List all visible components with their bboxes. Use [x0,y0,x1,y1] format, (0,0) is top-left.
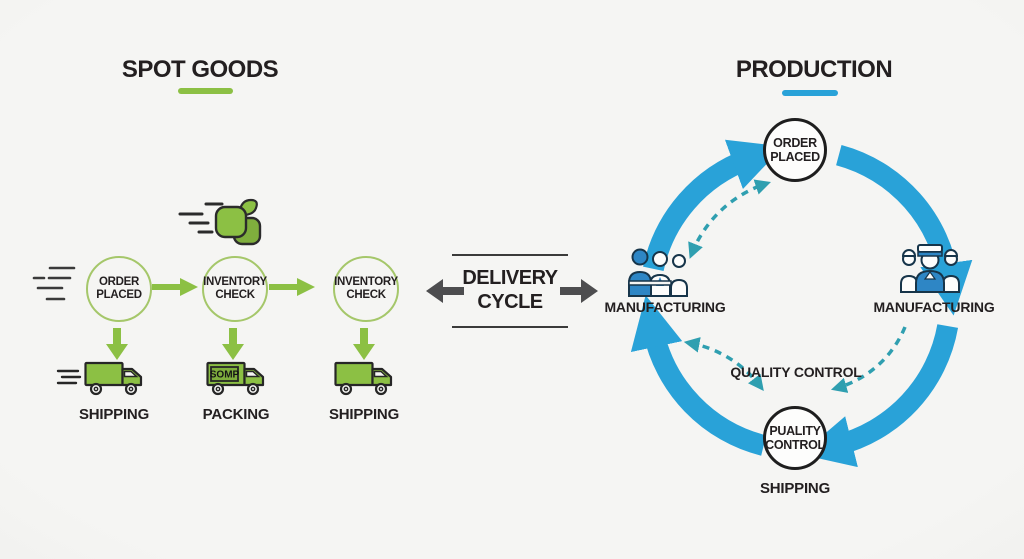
cycle-node-line: CONTROL [765,438,825,452]
manufacturing-workers-icon [900,244,960,293]
shipping-truck-icon [84,361,143,396]
cycle-node-puality-control: PUALITY CONTROL [763,406,827,470]
step-circle-inventory-check-2: INVENTORY CHECK [333,256,399,322]
cycle-shipping-label: SHIPPING [759,480,831,497]
step-circle-line: PLACED [96,289,142,301]
cycle-node-line: PLACED [770,150,820,164]
cycle-arc-bottom-to-left [630,295,767,456]
production-title: PRODUCTION [735,56,893,83]
dashed-arrow-manufacturing-quality [683,337,764,391]
down-arrow-icon [106,328,128,360]
spot-goods-title: SPOT GOODS [121,56,279,83]
cycle-node-line: ORDER [773,136,817,150]
dashed-arrow-manufacturing-control [830,326,907,393]
step-circle-line: INVENTORY [203,276,267,289]
dashed-arrow-manufacturing-order [688,179,771,259]
step-circle-line: CHECK [215,289,255,301]
delivery-bottom-rule [452,326,568,328]
manufacturing-left-label: MANUFACTURING [604,299,726,315]
step-circle-line: ORDER [98,276,139,289]
left-arrow-icon [426,279,464,303]
step-circle-line: INVENTORY [334,276,398,289]
right-arrow-icon [152,278,198,296]
cycle-node-line: PUALITY [769,424,821,438]
cycle-arc-left-to-top [643,139,784,272]
down-arrow-icon [222,328,244,360]
shipping-truck-icon [334,361,393,396]
spot-goods-title-underline [178,88,233,94]
delivery-line1: DELIVERY [462,267,558,289]
manufacturing-workers-icon [628,248,688,297]
speed-lines-icon [32,266,76,301]
down-arrow-icon [353,328,375,360]
right-arrow-icon [560,279,598,303]
step-circle-inventory-check-1: INVENTORY CHECK [202,256,268,322]
packing-truck-icon: SOMP [206,361,265,396]
right-arrow-icon [269,278,315,296]
cycle-arc-top-to-right [835,144,973,316]
step-bottom-label: SHIPPING [328,406,400,423]
step-bottom-label: PACKING [202,406,270,423]
delivery-top-rule [452,254,568,256]
truck-side-text: SOMP [210,370,240,381]
speed-lines-icon [56,369,82,385]
step-circle-line: CHECK [346,289,386,301]
money-bag-icon [178,198,262,246]
delivery-cycle-label: DELIVERY CYCLE [445,266,575,314]
cycle-arc-right-to-bottom [800,324,959,468]
step-circle-order-placed: ORDER PLACED [86,256,152,322]
step-bottom-label: SHIPPING [78,406,150,423]
production-title-underline [782,90,838,96]
quality-control-label: QUALITY CONTROL [730,364,862,380]
delivery-line2: CYCLE [477,291,543,313]
production-cycle-arrows [630,139,973,468]
manufacturing-right-label: MANUFACTURING [873,299,995,315]
cycle-node-order-placed: ORDER PLACED [763,118,827,182]
